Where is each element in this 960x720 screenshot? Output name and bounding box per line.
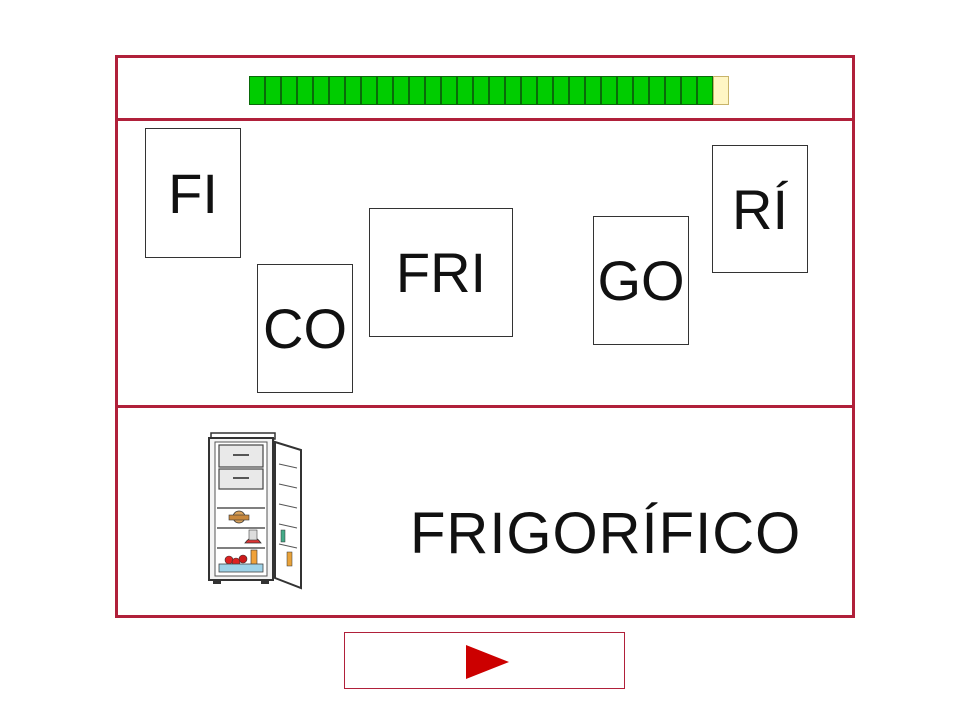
progress-segment-filled (505, 76, 521, 105)
progress-segment-filled (553, 76, 569, 105)
progress-segment-filled (313, 76, 329, 105)
progress-segment-filled (249, 76, 265, 105)
progress-segment-filled (377, 76, 393, 105)
progress-segment-filled (585, 76, 601, 105)
progress-segment-filled (361, 76, 377, 105)
progress-segment-filled (265, 76, 281, 105)
progress-segment-filled (665, 76, 681, 105)
progress-segment-filled (441, 76, 457, 105)
syllable-card-co[interactable]: CO (257, 264, 353, 393)
syllable-card-ri[interactable]: RÍ (712, 145, 808, 273)
progress-segment-filled (569, 76, 585, 105)
progress-segment-filled (393, 76, 409, 105)
syllable-card-fi[interactable]: FI (145, 128, 241, 258)
progress-segment-filled (409, 76, 425, 105)
syllable-card-fri[interactable]: FRI (369, 208, 513, 337)
target-word: FRIGORÍFICO (410, 501, 802, 566)
progress-segment-filled (681, 76, 697, 105)
progress-segment-filled (281, 76, 297, 105)
progress-segment-filled (521, 76, 537, 105)
progress-segment-filled (425, 76, 441, 105)
next-button[interactable] (344, 632, 625, 689)
progress-bar (249, 76, 729, 105)
progress-segment-filled (329, 76, 345, 105)
progress-segment-filled (649, 76, 665, 105)
progress-segment-filled (473, 76, 489, 105)
progress-segment-filled (489, 76, 505, 105)
progress-segment-filled (697, 76, 713, 105)
syllable-card-go[interactable]: GO (593, 216, 689, 345)
play-arrow-icon (466, 645, 509, 679)
progress-segment-empty (713, 76, 729, 105)
progress-segment-filled (345, 76, 361, 105)
progress-segment-filled (537, 76, 553, 105)
refrigerator-icon (208, 432, 302, 590)
progress-segment-filled (601, 76, 617, 105)
progress-segment-filled (633, 76, 649, 105)
progress-segment-filled (457, 76, 473, 105)
progress-segment-filled (617, 76, 633, 105)
progress-segment-filled (297, 76, 313, 105)
